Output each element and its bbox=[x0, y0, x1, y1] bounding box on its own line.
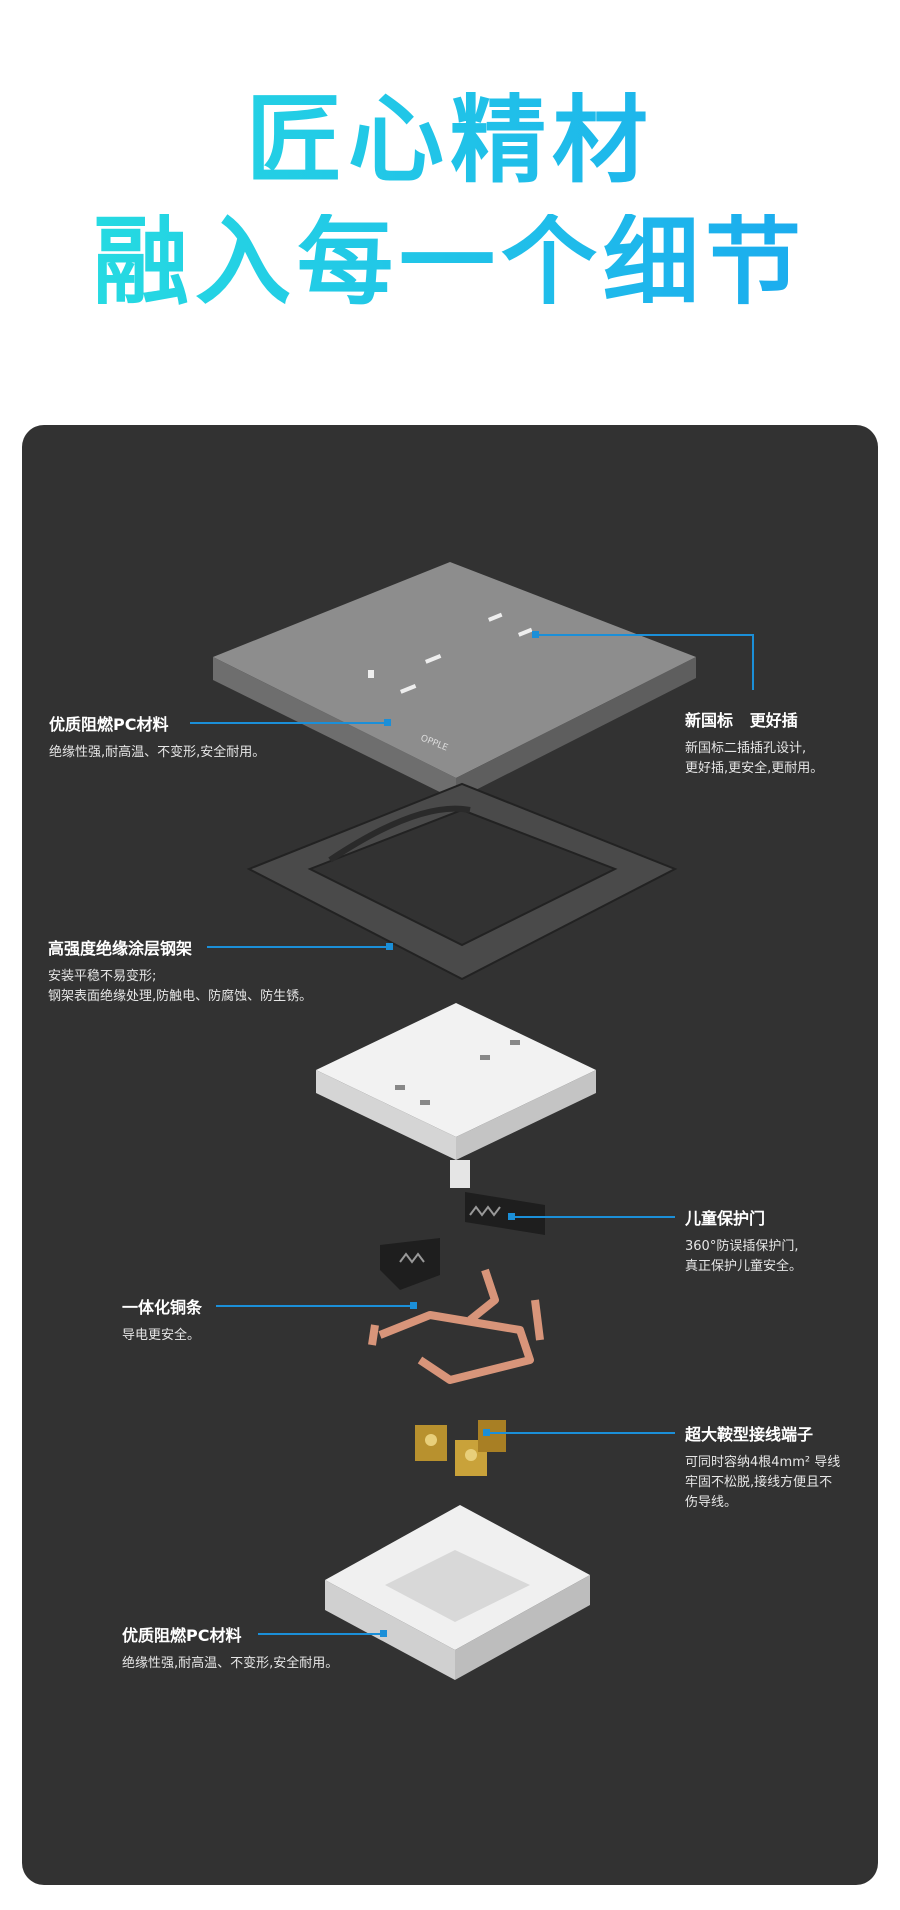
callout-title: 优质阻燃PC材料 bbox=[122, 1626, 242, 1645]
callout-desc: 安装平稳不易变形; 钢架表面绝缘处理,防触电、防腐蚀、防生锈。 bbox=[48, 967, 312, 1007]
desc-line: 钢架表面绝缘处理,防触电、防腐蚀、防生锈。 bbox=[48, 989, 313, 1004]
callout-terminal: 超大鞍型接线端子 可同时容纳4根4mm² 导线牢固不松脱,接线方便且不伤导线。 bbox=[685, 1421, 840, 1513]
headline-line-2: 融入每一个细节 bbox=[0, 214, 900, 310]
white-module bbox=[316, 1003, 596, 1188]
desc-line: 新国标二插插孔设计, bbox=[685, 741, 807, 756]
callout-vline-sockets bbox=[752, 634, 754, 690]
desc-line: 牢固不松脱,接线方便且不 bbox=[685, 1475, 833, 1490]
base-housing bbox=[325, 1505, 590, 1680]
child-protection-door bbox=[380, 1192, 545, 1290]
headline-line-1: 匠心精材 bbox=[0, 92, 900, 188]
wiring-terminals bbox=[415, 1420, 506, 1476]
callout-copper-strip: 一体化铜条 导电更安全。 bbox=[122, 1294, 202, 1346]
desc-line: 真正保护儿童安全。 bbox=[685, 1259, 803, 1274]
callout-desc: 新国标二插插孔设计, 更好插,更安全,更耐用。 bbox=[685, 739, 823, 779]
desc-line: 更好插,更安全,更耐用。 bbox=[685, 761, 824, 776]
callout-child-door: 儿童保护门 360°防误插保护门, 真正保护儿童安全。 bbox=[685, 1205, 802, 1277]
desc-line: 360°防误插保护门, bbox=[685, 1239, 799, 1254]
callout-line-door bbox=[511, 1216, 675, 1218]
callout-dot-door bbox=[508, 1213, 515, 1220]
callout-line-base bbox=[258, 1633, 383, 1635]
callout-line-copper bbox=[216, 1305, 413, 1307]
callout-desc: 导电更安全。 bbox=[122, 1328, 201, 1343]
callout-line-faceplate bbox=[190, 722, 385, 724]
callout-title: 儿童保护门 bbox=[685, 1209, 766, 1228]
callout-title: 超大鞍型接线端子 bbox=[685, 1425, 814, 1444]
callout-title: 高强度绝缘涂层钢架 bbox=[48, 939, 193, 958]
desc-line: 可同时容纳4根4mm² 导线 bbox=[685, 1455, 841, 1470]
callout-dot-terminal bbox=[483, 1429, 490, 1436]
callout-steel-frame: 高强度绝缘涂层钢架 安装平稳不易变形; 钢架表面绝缘处理,防触电、防腐蚀、防生锈。 bbox=[48, 935, 312, 1007]
steel-frame bbox=[246, 782, 678, 981]
desc-line: 伤导线。 bbox=[685, 1495, 738, 1510]
desc-line: 安装平稳不易变形; bbox=[48, 969, 157, 984]
callout-desc: 绝缘性强,耐高温、不变形,安全耐用。 bbox=[49, 745, 266, 760]
callout-title: 新国标 更好插 bbox=[685, 711, 798, 730]
callout-line-frame bbox=[207, 946, 387, 948]
callout-dot-sockets bbox=[532, 631, 539, 638]
copper-strip bbox=[368, 1268, 544, 1384]
callout-desc: 可同时容纳4根4mm² 导线牢固不松脱,接线方便且不伤导线。 bbox=[685, 1453, 840, 1513]
callout-line-sockets bbox=[535, 634, 753, 636]
callout-dot-copper bbox=[410, 1302, 417, 1309]
callout-faceplate-material: 优质阻燃PC材料 绝缘性强,耐高温、不变形,安全耐用。 bbox=[49, 711, 265, 763]
faceplate: OPPLE bbox=[213, 562, 696, 800]
callout-dot-base bbox=[380, 1630, 387, 1637]
callout-base-material: 优质阻燃PC材料 绝缘性强,耐高温、不变形,安全耐用。 bbox=[122, 1622, 338, 1674]
callout-desc: 绝缘性强,耐高温、不变形,安全耐用。 bbox=[122, 1656, 339, 1671]
callout-desc: 360°防误插保护门, 真正保护儿童安全。 bbox=[685, 1237, 802, 1277]
callout-dot-faceplate bbox=[384, 719, 391, 726]
callout-new-standard: 新国标 更好插 新国标二插插孔设计, 更好插,更安全,更耐用。 bbox=[685, 707, 823, 779]
callout-title: 一体化铜条 bbox=[122, 1298, 203, 1317]
callout-title: 优质阻燃PC材料 bbox=[49, 715, 169, 734]
callout-dot-frame bbox=[386, 943, 393, 950]
callout-line-terminal bbox=[486, 1432, 675, 1434]
